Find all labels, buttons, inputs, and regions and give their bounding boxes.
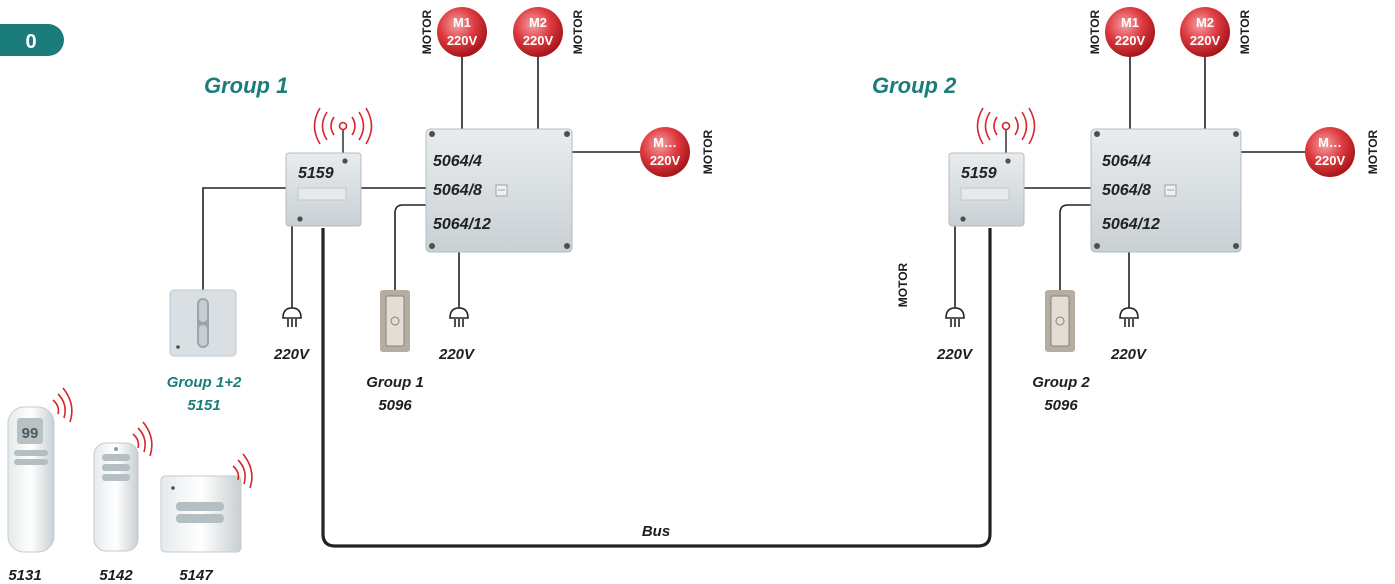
wall-switch-5151: Group 1+2 5151 [167,289,242,414]
motor-label: MOTOR [571,9,585,54]
badge-label: 0 [25,31,36,53]
svg-text:Group 2: Group 2 [1032,374,1090,391]
remote-5147: 5147 [160,453,253,584]
svg-text:5064/4: 5064/4 [1102,153,1151,170]
controller-5064: 5064/4 5064/8 5064/12 [1090,128,1242,253]
motor-label: MOTOR [420,9,434,54]
svg-text:220V: 220V [1190,33,1221,48]
step-badge: 0 [0,24,64,56]
svg-text:5147: 5147 [179,567,213,584]
power-plug: 220V [1110,307,1148,363]
motor-label: MOTOR [701,129,715,174]
wire-wall-switch [202,187,286,290]
remote-5142: 5142 [93,421,153,584]
bus-line: Bus [321,228,992,548]
controller-label-12: 5064/12 [433,216,491,233]
svg-text:5159: 5159 [961,165,997,182]
controller-label-4: 5064/4 [433,153,482,170]
svg-text:5131: 5131 [8,567,41,584]
svg-text:Group 1+2: Group 1+2 [167,374,242,391]
controller-5064: 5064/4 5064/8 5064/12 [425,128,573,253]
svg-text:220V: 220V [273,346,311,363]
motor-m2: M2 220V MOTOR [1180,7,1252,57]
svg-text:MOTOR: MOTOR [1088,9,1102,54]
svg-text:M2: M2 [1196,15,1214,30]
svg-text:5064/8: 5064/8 [1102,182,1151,199]
svg-text:5142: 5142 [99,567,133,584]
svg-text:220V: 220V [438,346,476,363]
controller-label-8: 5064/8 [433,182,482,199]
remote-5131: 99 5131 [7,387,73,584]
receiver-label: 5159 [298,165,334,182]
svg-text:5064/12: 5064/12 [1102,216,1160,233]
radio-waves [976,107,1036,153]
motor-m1: M1 220V MOTOR [420,7,487,57]
power-plug: 220V [438,307,476,363]
svg-text:MOTOR: MOTOR [1238,9,1252,54]
svg-text:220V: 220V [447,33,478,48]
svg-text:M1: M1 [1121,15,1139,30]
power-plug: 220V [273,307,311,363]
svg-text:M1: M1 [453,15,471,30]
remote-display: 99 [22,425,39,442]
svg-text:M…: M… [653,135,677,150]
group-switch-5096: Group 1 5096 [366,290,424,414]
motor-m2: M2 220V MOTOR [513,7,585,57]
group-1-title: Group 1 [204,73,288,98]
receiver-5159: 5159 [948,152,1025,227]
group-switch-5096: Group 2 5096 [1032,290,1090,414]
svg-text:220V: 220V [650,153,681,168]
svg-text:220V: 220V [936,346,974,363]
svg-text:5096: 5096 [378,397,412,414]
power-plug: 220V [936,307,974,363]
motor-mx: M… 220V MOTOR [640,127,715,177]
svg-text:M…: M… [1318,135,1342,150]
svg-text:220V: 220V [1315,153,1346,168]
motor-label-extra: MOTOR [896,262,910,307]
radio-waves [313,107,373,153]
motor-m1: M1 220V MOTOR [1088,7,1155,57]
group-2-title: Group 2 [872,73,957,98]
motor-mx: M… 220V MOTOR [1305,127,1380,177]
group-1: Group 1 5159 [202,7,715,414]
svg-text:5096: 5096 [1044,397,1078,414]
svg-text:M2: M2 [529,15,547,30]
svg-text:Group 1: Group 1 [366,374,424,391]
svg-text:MOTOR: MOTOR [1366,129,1380,174]
svg-text:220V: 220V [523,33,554,48]
svg-text:220V: 220V [1110,346,1148,363]
wire-group-switch [394,204,426,290]
receiver-5159: 5159 [285,152,362,227]
group-2: Group 2 5159 [872,7,1380,414]
svg-text:5151: 5151 [187,397,220,414]
svg-text:220V: 220V [1115,33,1146,48]
bus-label: Bus [642,523,670,540]
